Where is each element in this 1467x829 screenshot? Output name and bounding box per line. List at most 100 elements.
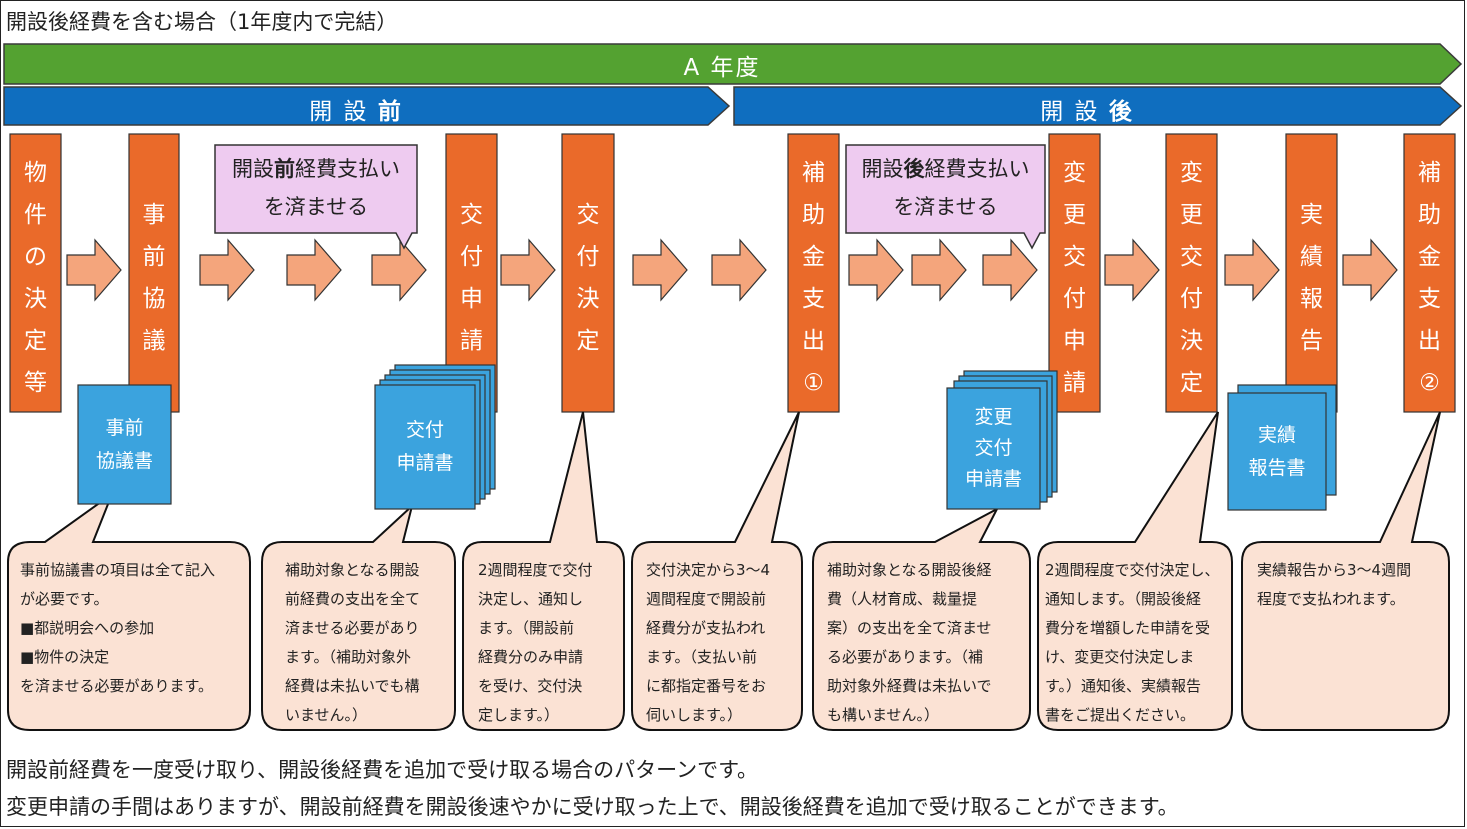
- column-char: 物: [24, 160, 47, 186]
- flow-arrow: [286, 238, 342, 302]
- bubble-jizen: 事前協議書の項目は全て記入が必要です。■都説明会への参加■物件の決定を済ませる必…: [20, 561, 216, 695]
- column-char: 変: [1063, 160, 1086, 186]
- bubble-henko-kettei: 2週間程度で交付決定し、通知します。（開設後経費分を増額した申請を受け、変更交付…: [1045, 561, 1220, 724]
- flow-arrow: [1224, 238, 1280, 302]
- column-label-henko-shinsei: 変更交付申請: [1049, 152, 1100, 404]
- column-char: 交: [460, 202, 483, 228]
- doc-line: 変更: [974, 406, 1013, 428]
- column-label-bukken: 物件の決定等: [10, 152, 61, 404]
- column-char: 決: [576, 286, 600, 312]
- doc-henko-shinsei: [946, 387, 1041, 510]
- note-after-line1: 開設後経費支払い: [861, 157, 1030, 181]
- column-char: 請: [460, 328, 483, 354]
- flow-arrow: [1342, 238, 1398, 302]
- column-char: 変: [1180, 160, 1203, 186]
- column-char: 報: [1300, 286, 1323, 312]
- column-label-henko-kettei: 変更交付決定: [1166, 152, 1217, 404]
- column-char: 決: [24, 286, 47, 312]
- flow-arrow: [66, 238, 122, 302]
- flow-arrow: [711, 238, 767, 302]
- doc-label-henko-shinsei: 変更交付申請書: [947, 388, 1040, 509]
- column-char: 決: [1180, 328, 1203, 354]
- column-henko-kettei: [1165, 133, 1218, 413]
- phase-after-text: 開 設: [1040, 99, 1109, 125]
- column-char: 前: [142, 244, 166, 270]
- column-char: 付: [576, 244, 600, 270]
- column-jisseki: [1285, 133, 1338, 413]
- notes: [214, 144, 1046, 250]
- column-char: 付: [460, 244, 483, 270]
- bubble-henko-shinsei: 補助対象となる開設後経費（人材育成、裁量提案）の支出を全て済ませる必要があります…: [827, 561, 992, 724]
- year-bar: [3, 43, 1463, 85]
- doc-line: 実績: [1257, 423, 1296, 446]
- doc-jisseki: [1227, 392, 1327, 511]
- column-char: 補: [1418, 160, 1441, 186]
- bubble-kofu-kettei: 2週間程度で交付決定し、通知します。（開設前経費分のみ申請を受け、交付決定します…: [478, 561, 593, 724]
- bubbles: [7, 411, 1450, 731]
- note-before-shape: [214, 144, 418, 250]
- phase-after-label: 開 設 後: [734, 92, 1440, 126]
- column-char: 助: [802, 202, 825, 228]
- doc-line: 事前: [105, 416, 144, 439]
- phase-bar-after: [733, 86, 1463, 126]
- column-char: 等: [24, 370, 47, 396]
- column-char: 更: [1063, 202, 1086, 228]
- column-char: 交: [1063, 244, 1086, 270]
- column-henko-shinsei: [1048, 133, 1101, 413]
- phase-before-label: 開 設 前: [4, 92, 708, 126]
- bubble-jisseki: 実績報告から3～4週間程度で支払われます。: [1257, 561, 1412, 608]
- flow-arrow: [1104, 238, 1160, 302]
- column-char: 支: [1418, 286, 1441, 312]
- phase-bar-before: [3, 86, 731, 126]
- column-char: 定: [24, 328, 47, 354]
- doc-line: 交付: [405, 419, 444, 441]
- flow-arrow: [632, 238, 688, 302]
- year-bar-label: A 年度: [683, 55, 761, 81]
- column-label-kofu-shinsei: 交付申請: [446, 194, 497, 362]
- column-char: 付: [1063, 286, 1086, 312]
- explanation-line-1: 開設前経費を一度受け取り、開設後経費を追加で受け取る場合のパターンです。: [6, 758, 759, 782]
- doc-line: 申請書: [964, 468, 1022, 490]
- doc-line: 申請書: [396, 452, 454, 474]
- column-shishutsu-1: [787, 133, 840, 413]
- note-after-line2: を済ませる: [893, 195, 998, 219]
- column-char: 申: [460, 286, 483, 312]
- doc-line: 交付: [974, 437, 1013, 459]
- bubble-shape-2: [261, 502, 456, 731]
- column-char: 支: [802, 286, 825, 312]
- column-label-jizen-kyogi: 事前協議: [129, 194, 179, 362]
- column-kofu-kettei: [561, 133, 615, 413]
- column-char: 補: [802, 160, 825, 186]
- phase-after-bold: 後: [1108, 99, 1134, 125]
- column-char: 出: [1418, 328, 1441, 354]
- doc-line: 報告書: [1248, 456, 1306, 479]
- doc-line: 協議書: [95, 449, 153, 472]
- column-char: 交: [1180, 244, 1203, 270]
- note-after: 開設後経費支払い を済ませる: [846, 150, 1045, 226]
- doc-kofu-shinsei: [374, 384, 476, 510]
- phase-before-bold: 前: [377, 99, 403, 125]
- column-char: 議: [142, 328, 166, 354]
- column-char: 金: [1418, 244, 1441, 270]
- note-after-shape: [845, 144, 1046, 250]
- bubble-shape-1: [7, 491, 251, 731]
- column-char: 出: [802, 328, 825, 354]
- bubble-shape-4: [631, 411, 803, 731]
- flow-arrow: [911, 238, 967, 302]
- column-char: の: [24, 244, 47, 270]
- flow-arrow: [848, 238, 904, 302]
- column-char: 実: [1300, 202, 1323, 228]
- column-char: 定: [576, 328, 600, 354]
- column-char: 助: [1418, 202, 1441, 228]
- column-char: 更: [1180, 202, 1203, 228]
- bubble-shape-3: [462, 411, 625, 731]
- bubble-shape-7: [1241, 411, 1450, 731]
- flow-arrow: [982, 238, 1038, 302]
- flow-arrow: [371, 238, 427, 302]
- column-shishutsu-2: [1403, 133, 1456, 413]
- flow-arrows: [66, 238, 1398, 302]
